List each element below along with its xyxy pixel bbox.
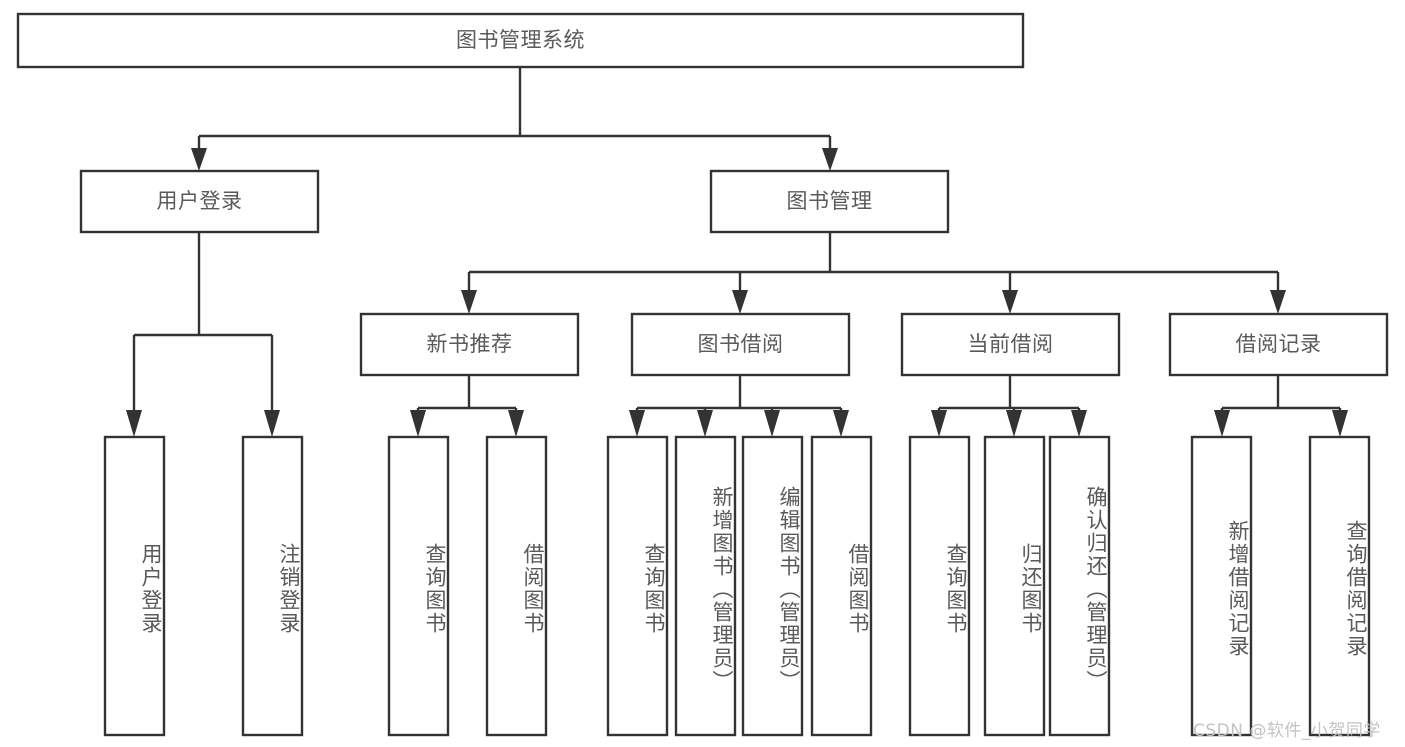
node-boxes bbox=[16, 12, 1389, 737]
arrowhead-leaf-borrow-book bbox=[833, 410, 849, 437]
arrowhead-leaf-query-book-rec bbox=[410, 410, 426, 437]
arrowhead-leaf-query-book-cur bbox=[931, 410, 947, 437]
arrowhead-book-manage bbox=[822, 148, 838, 171]
connector-lines bbox=[126, 67, 1348, 437]
arrowhead-new-book-rec bbox=[461, 290, 477, 314]
arrowhead-leaf-return-book bbox=[1006, 410, 1022, 437]
node-box-leaf-return-book[interactable] bbox=[983, 435, 1046, 737]
arrowhead-leaf-user-logout bbox=[264, 410, 280, 437]
node-box-leaf-edit-book[interactable] bbox=[741, 435, 804, 737]
arrowhead-book-borrow bbox=[732, 290, 748, 314]
node-box-leaf-borrow-book-rec[interactable] bbox=[485, 435, 548, 737]
arrowhead-leaf-add-book bbox=[697, 410, 713, 437]
csdn-watermark: CSDN @软件_小贺同学 bbox=[1193, 721, 1381, 741]
arrowhead-leaf-query-record bbox=[1332, 410, 1348, 437]
node-box-leaf-user-logout[interactable] bbox=[241, 435, 304, 737]
node-box-leaf-add-book[interactable] bbox=[674, 435, 737, 737]
node-box-root[interactable] bbox=[16, 12, 1025, 69]
node-box-leaf-query-book-borrow[interactable] bbox=[606, 435, 669, 737]
arrowhead-leaf-confirm-return bbox=[1071, 410, 1087, 437]
node-box-borrow-record[interactable] bbox=[1168, 312, 1389, 377]
arrowhead-leaf-borrow-book-rec bbox=[508, 410, 524, 437]
arrowhead-leaf-query-book-borrow bbox=[629, 410, 645, 437]
node-box-leaf-user-login[interactable] bbox=[103, 435, 166, 737]
arrowhead-current-borrow bbox=[1002, 290, 1018, 314]
node-box-leaf-query-book-cur[interactable] bbox=[908, 435, 971, 737]
arrowhead-borrow-record bbox=[1270, 290, 1286, 314]
node-box-current-borrow[interactable] bbox=[900, 312, 1121, 377]
node-box-leaf-query-record[interactable] bbox=[1308, 435, 1371, 737]
node-box-book-borrow[interactable] bbox=[630, 312, 851, 377]
node-box-leaf-confirm-return[interactable] bbox=[1048, 435, 1111, 737]
node-box-leaf-add-record[interactable] bbox=[1190, 435, 1253, 737]
node-box-new-book-rec[interactable] bbox=[359, 312, 580, 377]
arrowhead-leaf-user-login bbox=[126, 410, 142, 437]
arrowhead-leaf-add-record bbox=[1214, 410, 1230, 437]
arrowhead-leaf-edit-book bbox=[764, 410, 780, 437]
node-box-leaf-query-book-rec[interactable] bbox=[387, 435, 450, 737]
arrowhead-user-login bbox=[191, 148, 207, 171]
node-box-book-manage[interactable] bbox=[709, 169, 950, 234]
node-box-user-login[interactable] bbox=[79, 169, 320, 234]
node-box-leaf-borrow-book[interactable] bbox=[810, 435, 873, 737]
